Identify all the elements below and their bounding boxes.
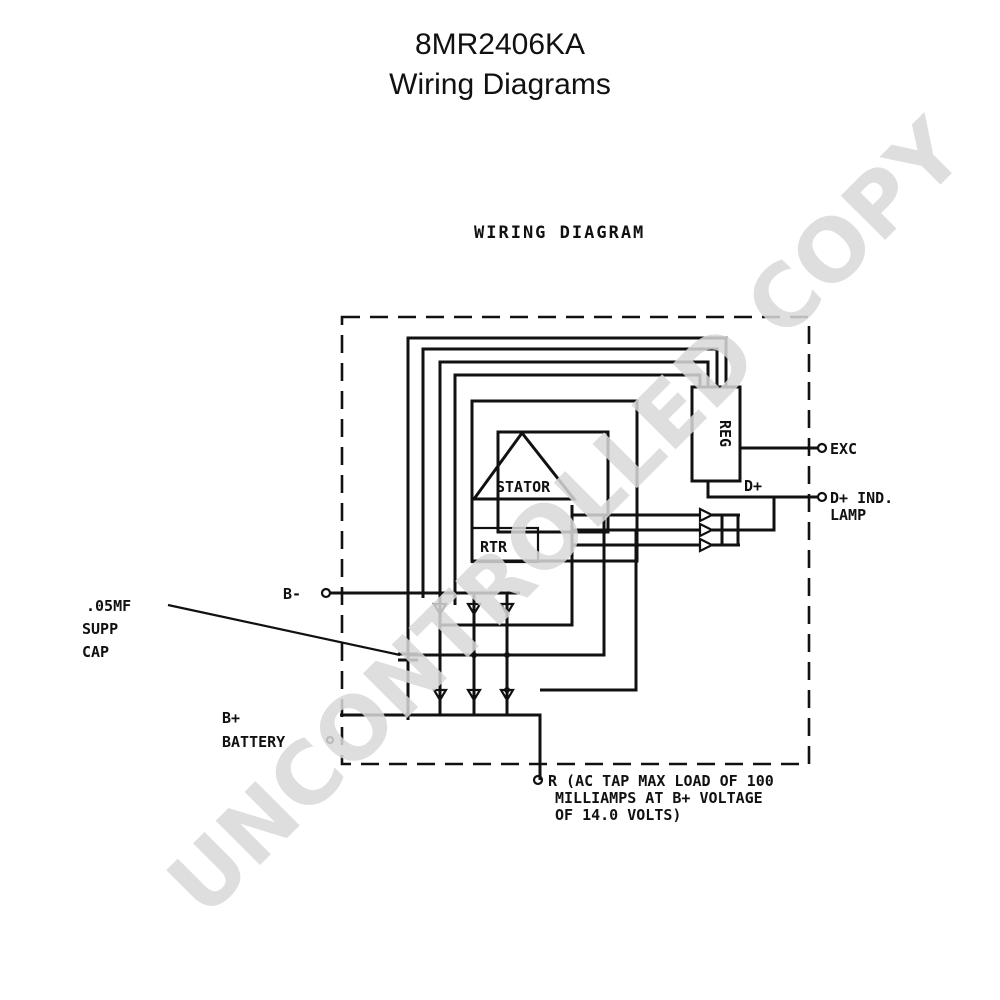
cap-label-line-1: .05MF <box>86 597 131 615</box>
b-plus-terminal[interactable] <box>325 735 335 745</box>
b-minus-terminal[interactable] <box>320 587 332 599</box>
supp-cap-symbol <box>398 652 418 662</box>
cap-label-line-2: SUPP <box>82 620 118 638</box>
d-plus-ind-label: D+ IND. <box>830 489 893 507</box>
lamp-label: LAMP <box>830 506 866 524</box>
cap-label-line-3: CAP <box>82 643 109 661</box>
ac-tap-label-line-1: R (AC TAP MAX LOAD OF 100 <box>548 772 774 790</box>
diode-trio <box>698 497 776 553</box>
regulator-box <box>690 385 742 483</box>
cap-leader-line <box>167 603 401 657</box>
regulator-label: REG <box>716 420 734 447</box>
field-wires <box>406 336 728 655</box>
d-plus-wire <box>706 481 818 499</box>
phase-lines <box>408 505 700 692</box>
ac-tap-label-line-3: OF 14.0 VOLTS) <box>555 806 681 824</box>
stator-label: STATOR <box>496 478 551 496</box>
page-title: 8MR2406KA <box>414 28 586 61</box>
ac-tap-terminal[interactable] <box>532 774 544 786</box>
ac-tap-label-line-2: MILLIAMPS AT B+ VOLTAGE <box>555 789 763 807</box>
rotor-box <box>470 526 540 564</box>
rotor-frame <box>496 430 610 534</box>
battery-label: BATTERY <box>222 733 285 751</box>
exc-terminal[interactable] <box>816 442 828 454</box>
diagram-heading: WIRING DIAGRAM <box>474 223 645 243</box>
exc-label: EXC <box>830 440 857 458</box>
stator-winding <box>471 430 578 501</box>
page-subtitle: Wiring Diagrams <box>389 68 611 101</box>
stator-frame <box>470 399 639 563</box>
b-plus-label: B+ <box>222 709 240 727</box>
rectifier-bridge <box>430 593 515 715</box>
alternator-housing <box>340 315 811 766</box>
b-minus-label: B- <box>283 585 301 603</box>
d-plus-inner-label: D+ <box>744 477 762 495</box>
d-plus-terminal[interactable] <box>816 491 828 503</box>
rotor-label: RTR <box>480 538 508 556</box>
